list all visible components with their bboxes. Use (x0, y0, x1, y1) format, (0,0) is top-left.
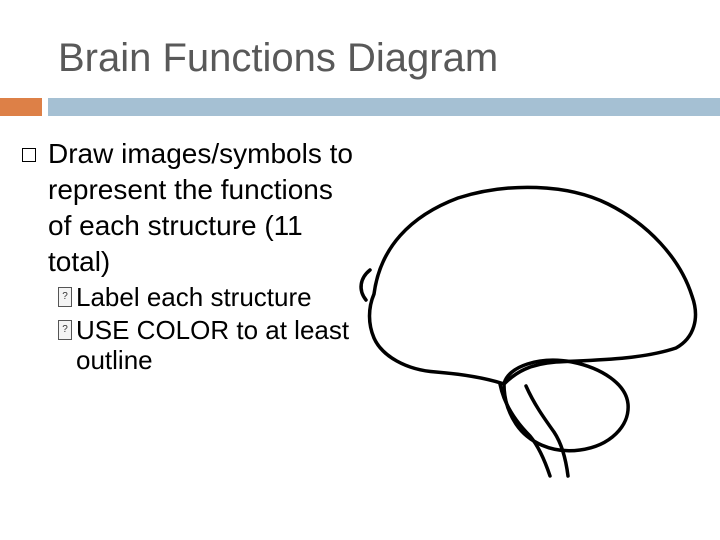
sub-bullet-list: ? Label each structure ? USE COLOR to at… (22, 282, 362, 375)
square-bullet-icon (22, 148, 36, 162)
main-bullet: Draw images/symbols to represent the fun… (22, 136, 362, 280)
main-bullet-text: Draw images/symbols to represent the fun… (48, 138, 353, 277)
slide-content: Draw images/symbols to represent the fun… (22, 136, 362, 378)
brainstem-outline (498, 382, 570, 478)
slide-title: Brain Functions Diagram (58, 36, 499, 80)
sub-bullet-color: ? USE COLOR to at least outline (58, 315, 362, 375)
cerebrum-outline (367, 185, 698, 386)
sub-bullet-label: ? Label each structure (58, 282, 362, 312)
sub-bullet-text: Label each structure (76, 282, 312, 312)
missing-glyph-icon: ? (58, 287, 72, 307)
cerebrum-fold (359, 268, 372, 302)
cerebellum-outline (502, 358, 630, 453)
sub-bullet-text: USE COLOR to at least outline (76, 315, 350, 375)
missing-glyph-icon: ? (58, 320, 72, 340)
accent-bar-orange (0, 98, 42, 116)
brain-outline-icon (359, 185, 698, 478)
accent-bar-blue (48, 98, 720, 116)
